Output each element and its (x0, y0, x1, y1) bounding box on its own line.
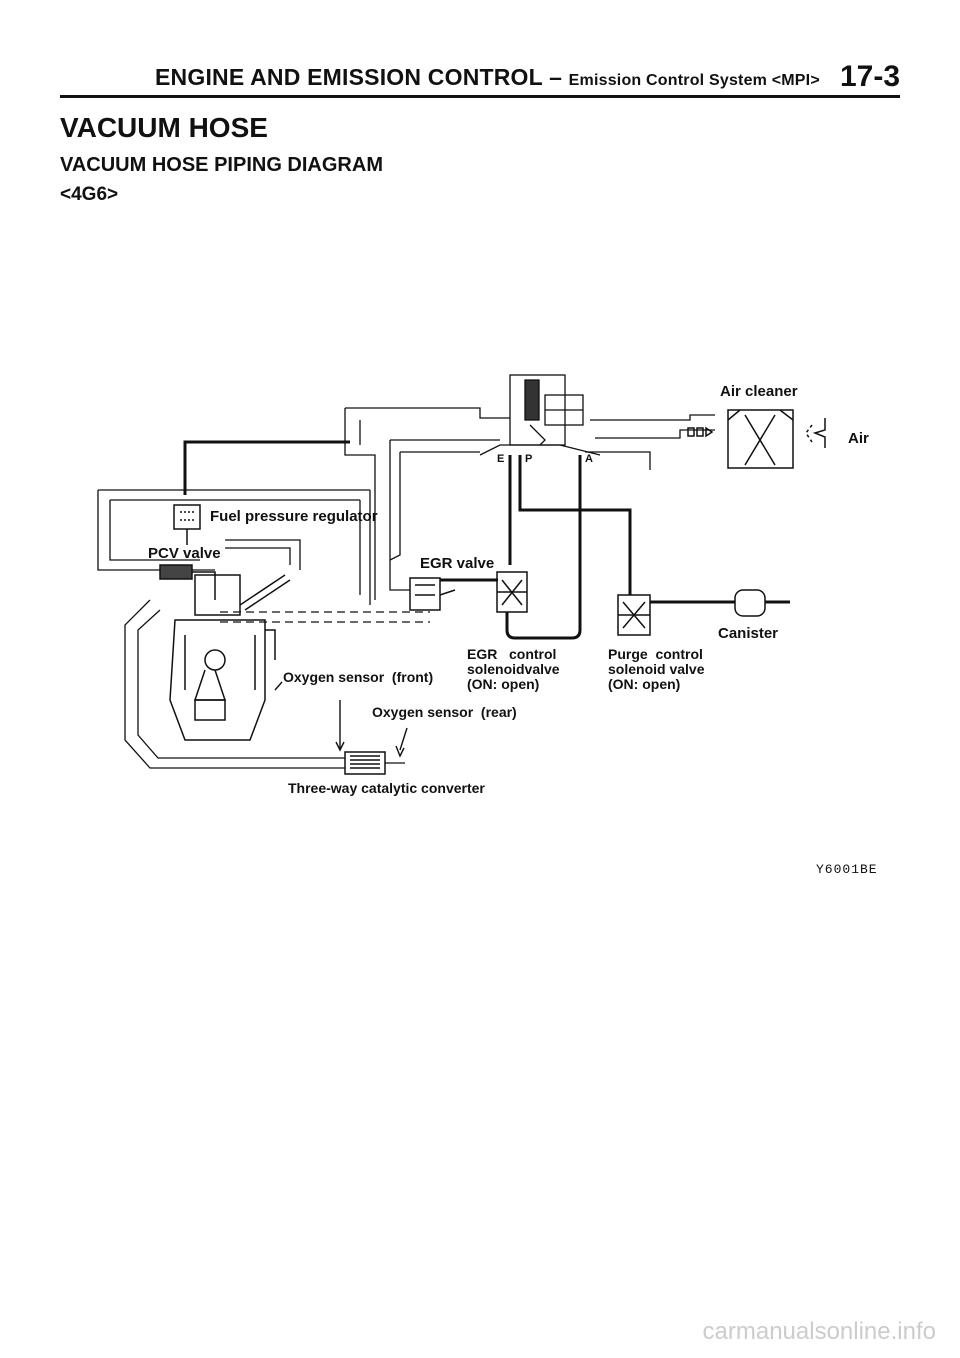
egr-valve (409, 577, 456, 611)
catalytic-converter-label: Three-way catalytic converter (288, 780, 485, 796)
diagram-heading: VACUUM HOSE PIPING DIAGRAM (60, 154, 383, 176)
canister (734, 589, 766, 617)
egr-valve-label: EGR valve (420, 555, 494, 572)
air-cleaner (687, 409, 826, 469)
oxygen-sensor-front-label: Oxygen sensor (front) (283, 669, 433, 685)
egr-control-solenoid-label-3: (ON: open) (467, 676, 539, 692)
throttle-body (479, 374, 601, 456)
purge-control-solenoid-valve (617, 594, 651, 636)
fuel-pressure-regulator-label: Fuel pressure regulator (210, 508, 378, 525)
port-e-label: E (497, 453, 504, 465)
engine-block (169, 574, 291, 741)
egr-control-solenoid-label-2: solenoidvalve (467, 661, 560, 677)
engine-code: <4G6> (60, 184, 119, 205)
canister-label: Canister (718, 625, 778, 642)
air-label: Air (848, 430, 869, 447)
port-p-label: P (525, 453, 532, 465)
egr-control-solenoid-label-1: EGR control (467, 646, 556, 662)
vacuum-hoses (183, 440, 790, 640)
watermark: carmanualsonline.info (702, 1318, 936, 1345)
header-section: ENGINE AND EMISSION CONTROL (155, 64, 543, 90)
page-number: 17-3 (839, 60, 900, 93)
oxygen-sensor-rear-label: Oxygen sensor (rear) (372, 704, 517, 720)
pcv-valve-label: PCV valve (148, 545, 221, 562)
three-way-catalytic-converter (344, 751, 386, 775)
purge-control-solenoid-label-3: (ON: open) (608, 676, 680, 692)
figure-code: Y6001BE (816, 862, 878, 877)
purge-control-solenoid-label-2: solenoid valve (608, 661, 705, 677)
egr-control-solenoid-valve (496, 571, 528, 613)
page-header: ENGINE AND EMISSION CONTROL – Emission C… (60, 60, 900, 100)
header-rule (60, 95, 900, 98)
air-cleaner-label: Air cleaner (720, 383, 798, 400)
purge-control-solenoid-label-1: Purge control (608, 646, 703, 662)
header-subsection: Emission Control System <MPI> (568, 72, 820, 89)
header-title: ENGINE AND EMISSION CONTROL – Emission C… (155, 64, 820, 91)
port-a-label: A (585, 453, 593, 465)
fuel-pressure-regulator (173, 504, 201, 545)
section-heading: VACUUM HOSE (60, 112, 268, 143)
intake-hoses (97, 407, 715, 769)
pcv-valve (159, 564, 216, 600)
header-separator: – (549, 64, 563, 90)
oxygen-sensors (274, 681, 408, 758)
